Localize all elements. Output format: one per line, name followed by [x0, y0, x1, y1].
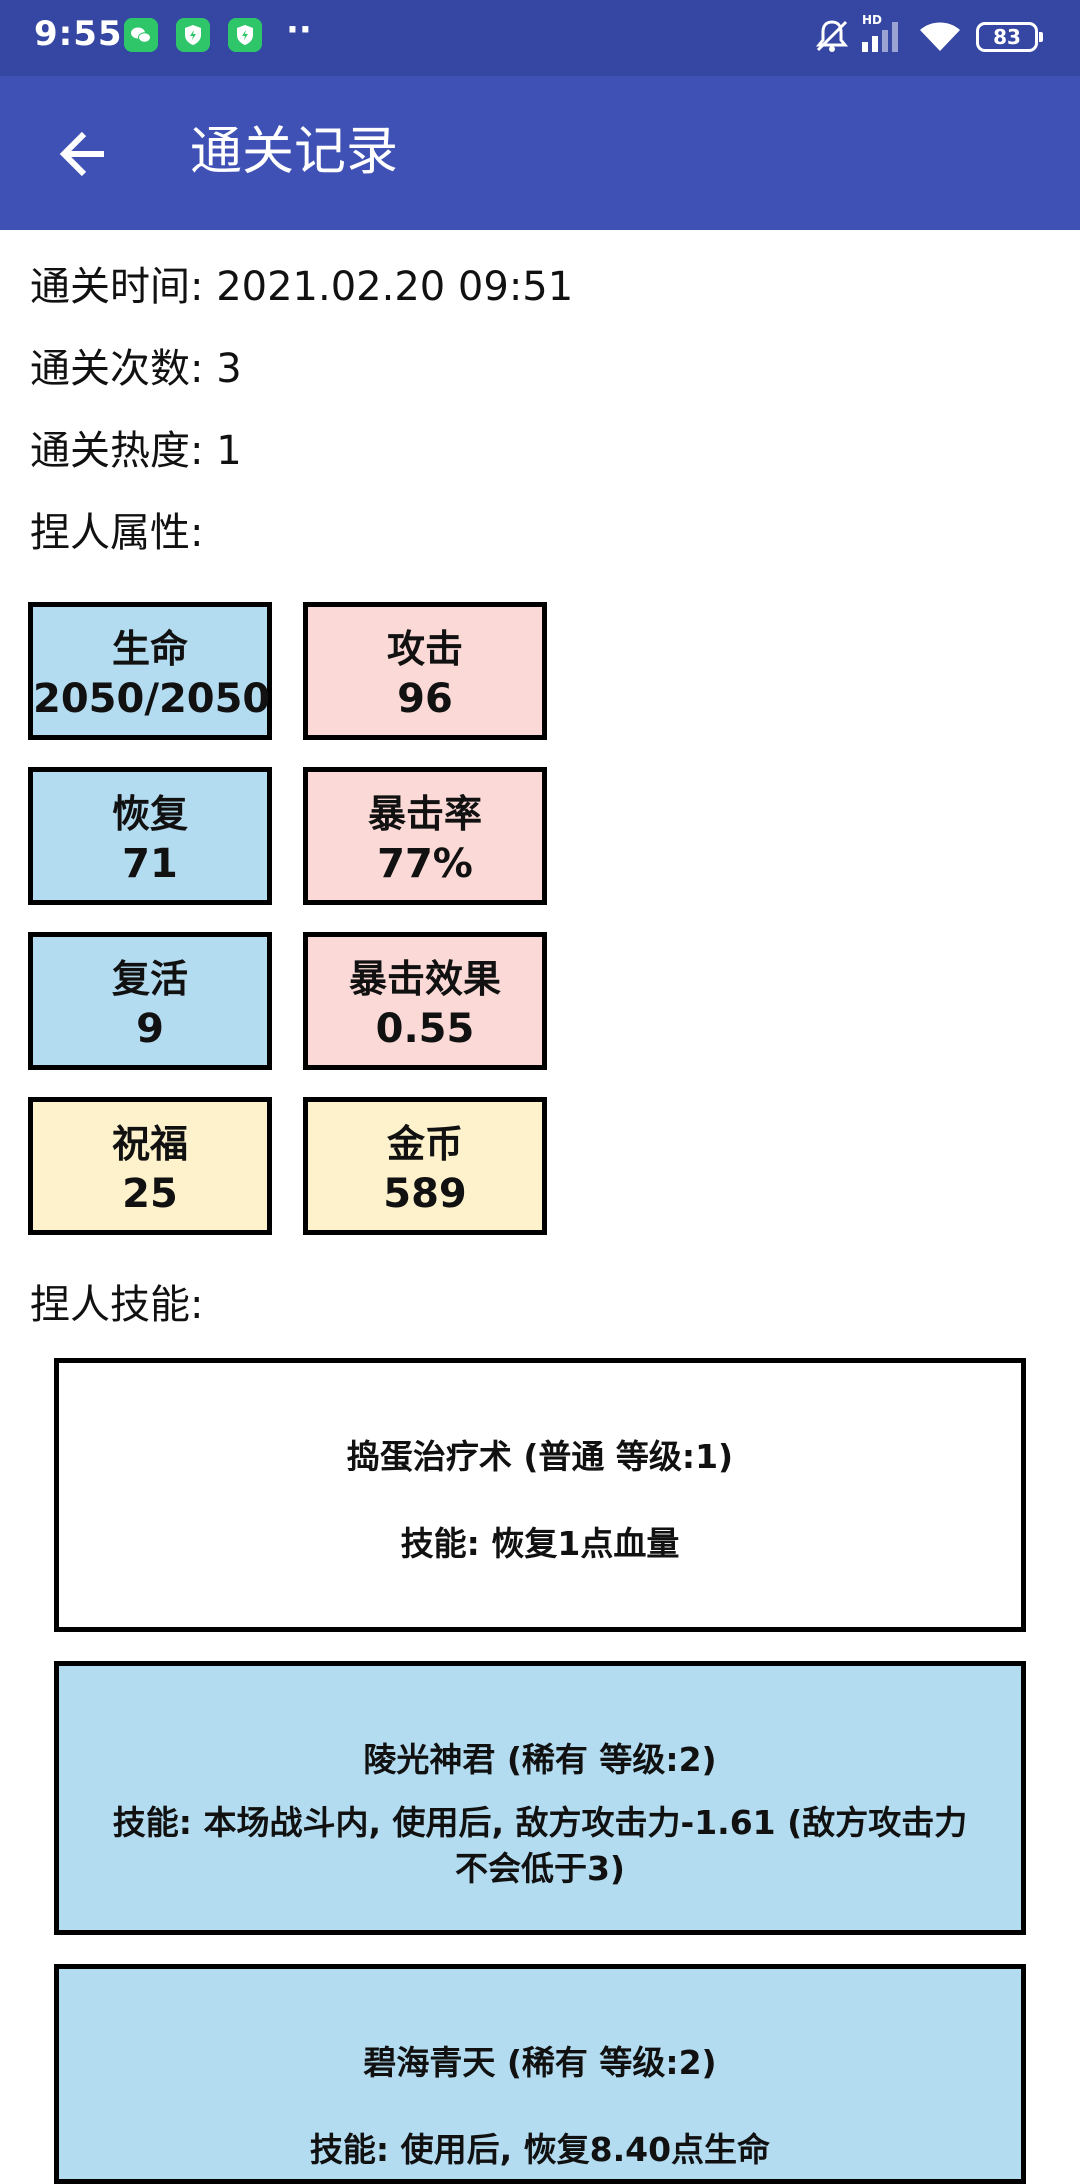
stat-value: 9: [136, 1006, 164, 1052]
skill-description: 技能: 使用后, 恢复8.40点生命: [309, 2130, 771, 2169]
stat-label: 恢复: [111, 792, 188, 836]
stat-attack: 攻击 96: [303, 602, 547, 740]
network-type-label: HD: [862, 13, 882, 27]
skill-description: 技能: 恢复1点血量: [400, 1524, 680, 1563]
skill-name: 陵光神君 (稀有 等级:2): [363, 1740, 717, 1779]
more-notifications-icon: ··: [286, 10, 312, 50]
skills-heading: 捏人技能:: [30, 1282, 204, 1328]
stat-recovery: 恢复 71: [28, 767, 272, 905]
stat-label: 暴击效果: [348, 957, 501, 1001]
arrow-left-icon: [59, 131, 104, 177]
stat-value: 0.55: [375, 1006, 475, 1052]
stat-blessing: 祝福 25: [28, 1097, 272, 1235]
clear-count: 通关次数: 3: [30, 346, 242, 392]
stat-value: 96: [397, 676, 453, 722]
status-bar: 9:55 ·· HD: [0, 0, 1080, 76]
app-bar: 通关记录: [0, 76, 1080, 230]
stat-label: 暴击率: [367, 792, 482, 836]
battery-icon: 83: [976, 22, 1043, 52]
stat-label: 复活: [111, 957, 188, 1001]
skill-name: 碧海青天 (稀有 等级:2): [363, 2043, 717, 2082]
skill-name: 捣蛋治疗术 (普通 等级:1): [346, 1437, 734, 1476]
stat-crit-rate: 暴击率 77%: [303, 767, 547, 905]
skill-card[interactable]: 陵光神君 (稀有 等级:2) 技能: 本场战斗内, 使用后, 敌方攻击力-1.6…: [54, 1661, 1026, 1935]
stat-value: 25: [122, 1171, 178, 1217]
page-title: 通关记录: [190, 122, 399, 182]
stat-gold: 金币 589: [303, 1097, 547, 1235]
attributes-heading: 捏人属性:: [30, 510, 204, 556]
stat-value: 77%: [377, 841, 473, 887]
stat-value: 71: [122, 841, 178, 887]
skill-description: 技能: 本场战斗内, 使用后, 敌方攻击力-1.61 (敌方攻击力不会低于3): [112, 1803, 968, 1888]
mute-icon: [812, 16, 852, 60]
stat-label: 金币: [386, 1122, 463, 1166]
shield-app-icon: [228, 18, 262, 52]
skill-card[interactable]: 捣蛋治疗术 (普通 等级:1) 技能: 恢复1点血量: [54, 1358, 1026, 1632]
stat-label: 攻击: [386, 627, 463, 671]
shield-app-icon: [176, 18, 210, 52]
back-button[interactable]: [40, 112, 128, 196]
clear-time: 通关时间: 2021.02.20 09:51: [30, 264, 574, 310]
skill-card[interactable]: 碧海青天 (稀有 等级:2) 技能: 使用后, 恢复8.40点生命: [54, 1964, 1026, 2184]
wifi-icon: [918, 18, 962, 58]
stat-label: 生命: [111, 627, 188, 671]
stat-revive: 复活 9: [28, 932, 272, 1070]
status-time: 9:55: [34, 14, 123, 54]
stat-crit-effect: 暴击效果 0.55: [303, 932, 547, 1070]
stat-hp: 生命 2050/2050: [28, 602, 272, 740]
stat-value: 589: [383, 1171, 467, 1217]
clear-heat: 通关热度: 1: [30, 428, 242, 474]
wechat-icon: [124, 18, 158, 52]
signal-icon: HD: [860, 12, 906, 60]
stat-value: 2050/2050: [33, 676, 271, 722]
stat-label: 祝福: [111, 1122, 188, 1166]
